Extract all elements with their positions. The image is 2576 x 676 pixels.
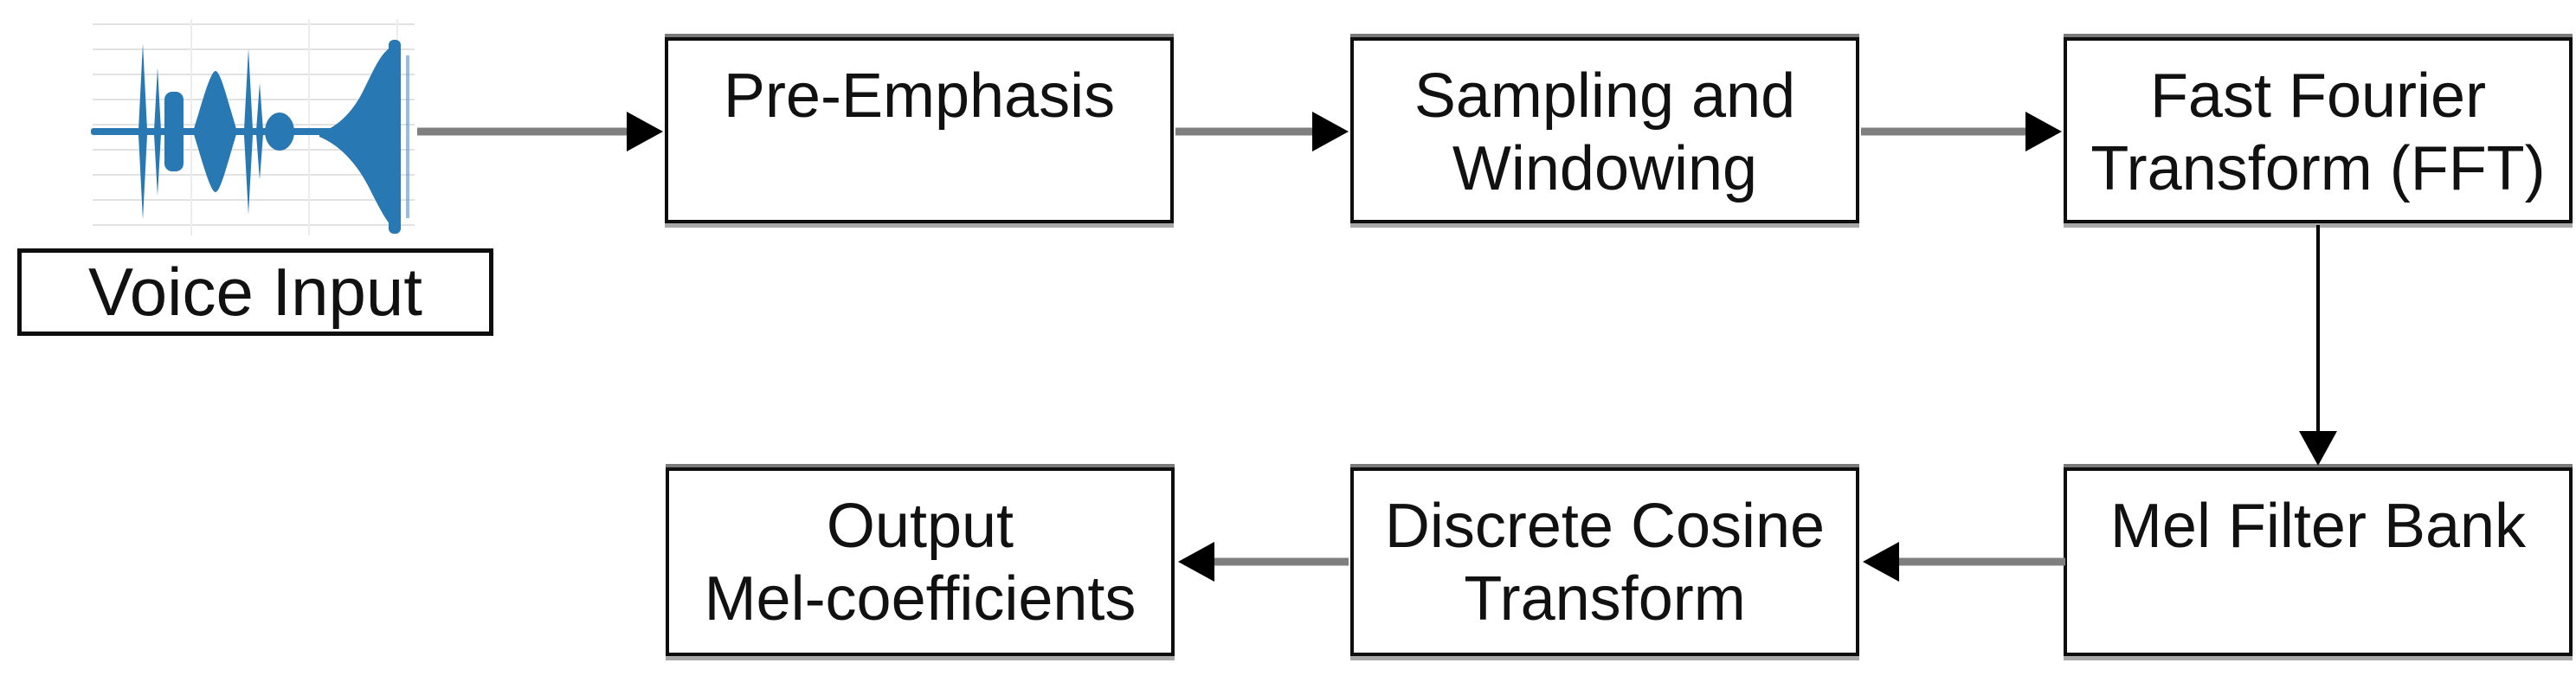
node-output-mel-coefficients: Output Mel-coefficients — [666, 467, 1175, 656]
voice-input-label-box: Voice Input — [17, 248, 493, 336]
node-fft: Fast Fourier Transform (FFT) — [2064, 37, 2573, 223]
arrow-pre-emphasis-to-sampling — [1175, 112, 1349, 151]
arrowhead-right-icon — [627, 112, 663, 151]
waveform-trailing-line — [406, 55, 409, 218]
waveform-horizontal-gridlines — [93, 23, 415, 226]
arrowhead-right-icon — [2025, 112, 2062, 151]
arrowhead-down-icon — [2299, 431, 2337, 466]
node-label-line2: Transform (FFT) — [2090, 134, 2546, 203]
node-label-line1: Sampling and — [1414, 61, 1796, 131]
voice-input-label: Voice Input — [88, 254, 422, 330]
node-label-line1: Output — [826, 492, 1014, 561]
node-label-line1: Fast Fourier — [2149, 61, 2487, 131]
node-mel-filter-bank: Mel Filter Bank — [2064, 467, 2573, 656]
node-label-line1: Discrete Cosine — [1384, 492, 1826, 561]
node-label-line2: Windowing — [1452, 134, 1758, 203]
voice-waveform-icon — [89, 17, 416, 239]
arrow-sampling-to-fft — [1861, 112, 2062, 151]
arrow-dct-to-output — [1178, 542, 1349, 582]
arrow-fft-to-mel-filter-bank — [2299, 225, 2337, 466]
node-label-line2: Transform — [1464, 564, 1746, 634]
waveform-shape — [91, 40, 401, 234]
node-discrete-cosine-transform: Discrete Cosine Transform — [1350, 467, 1859, 656]
arrow-voice-input-to-pre-emphasis — [417, 112, 663, 151]
arrowhead-left-icon — [1863, 542, 1899, 582]
arrowhead-right-icon — [1312, 112, 1349, 151]
arrow-mel-filter-bank-to-dct — [1863, 542, 2065, 582]
node-sampling-windowing: Sampling and Windowing — [1350, 37, 1859, 223]
node-label-line1: Mel Filter Bank — [2109, 492, 2527, 561]
arrowhead-left-icon — [1178, 542, 1214, 582]
node-pre-emphasis: Pre-Emphasis — [665, 37, 1174, 223]
node-label-line2: Mel-coefficients — [704, 564, 1137, 634]
node-label-line1: Pre-Emphasis — [723, 61, 1116, 131]
